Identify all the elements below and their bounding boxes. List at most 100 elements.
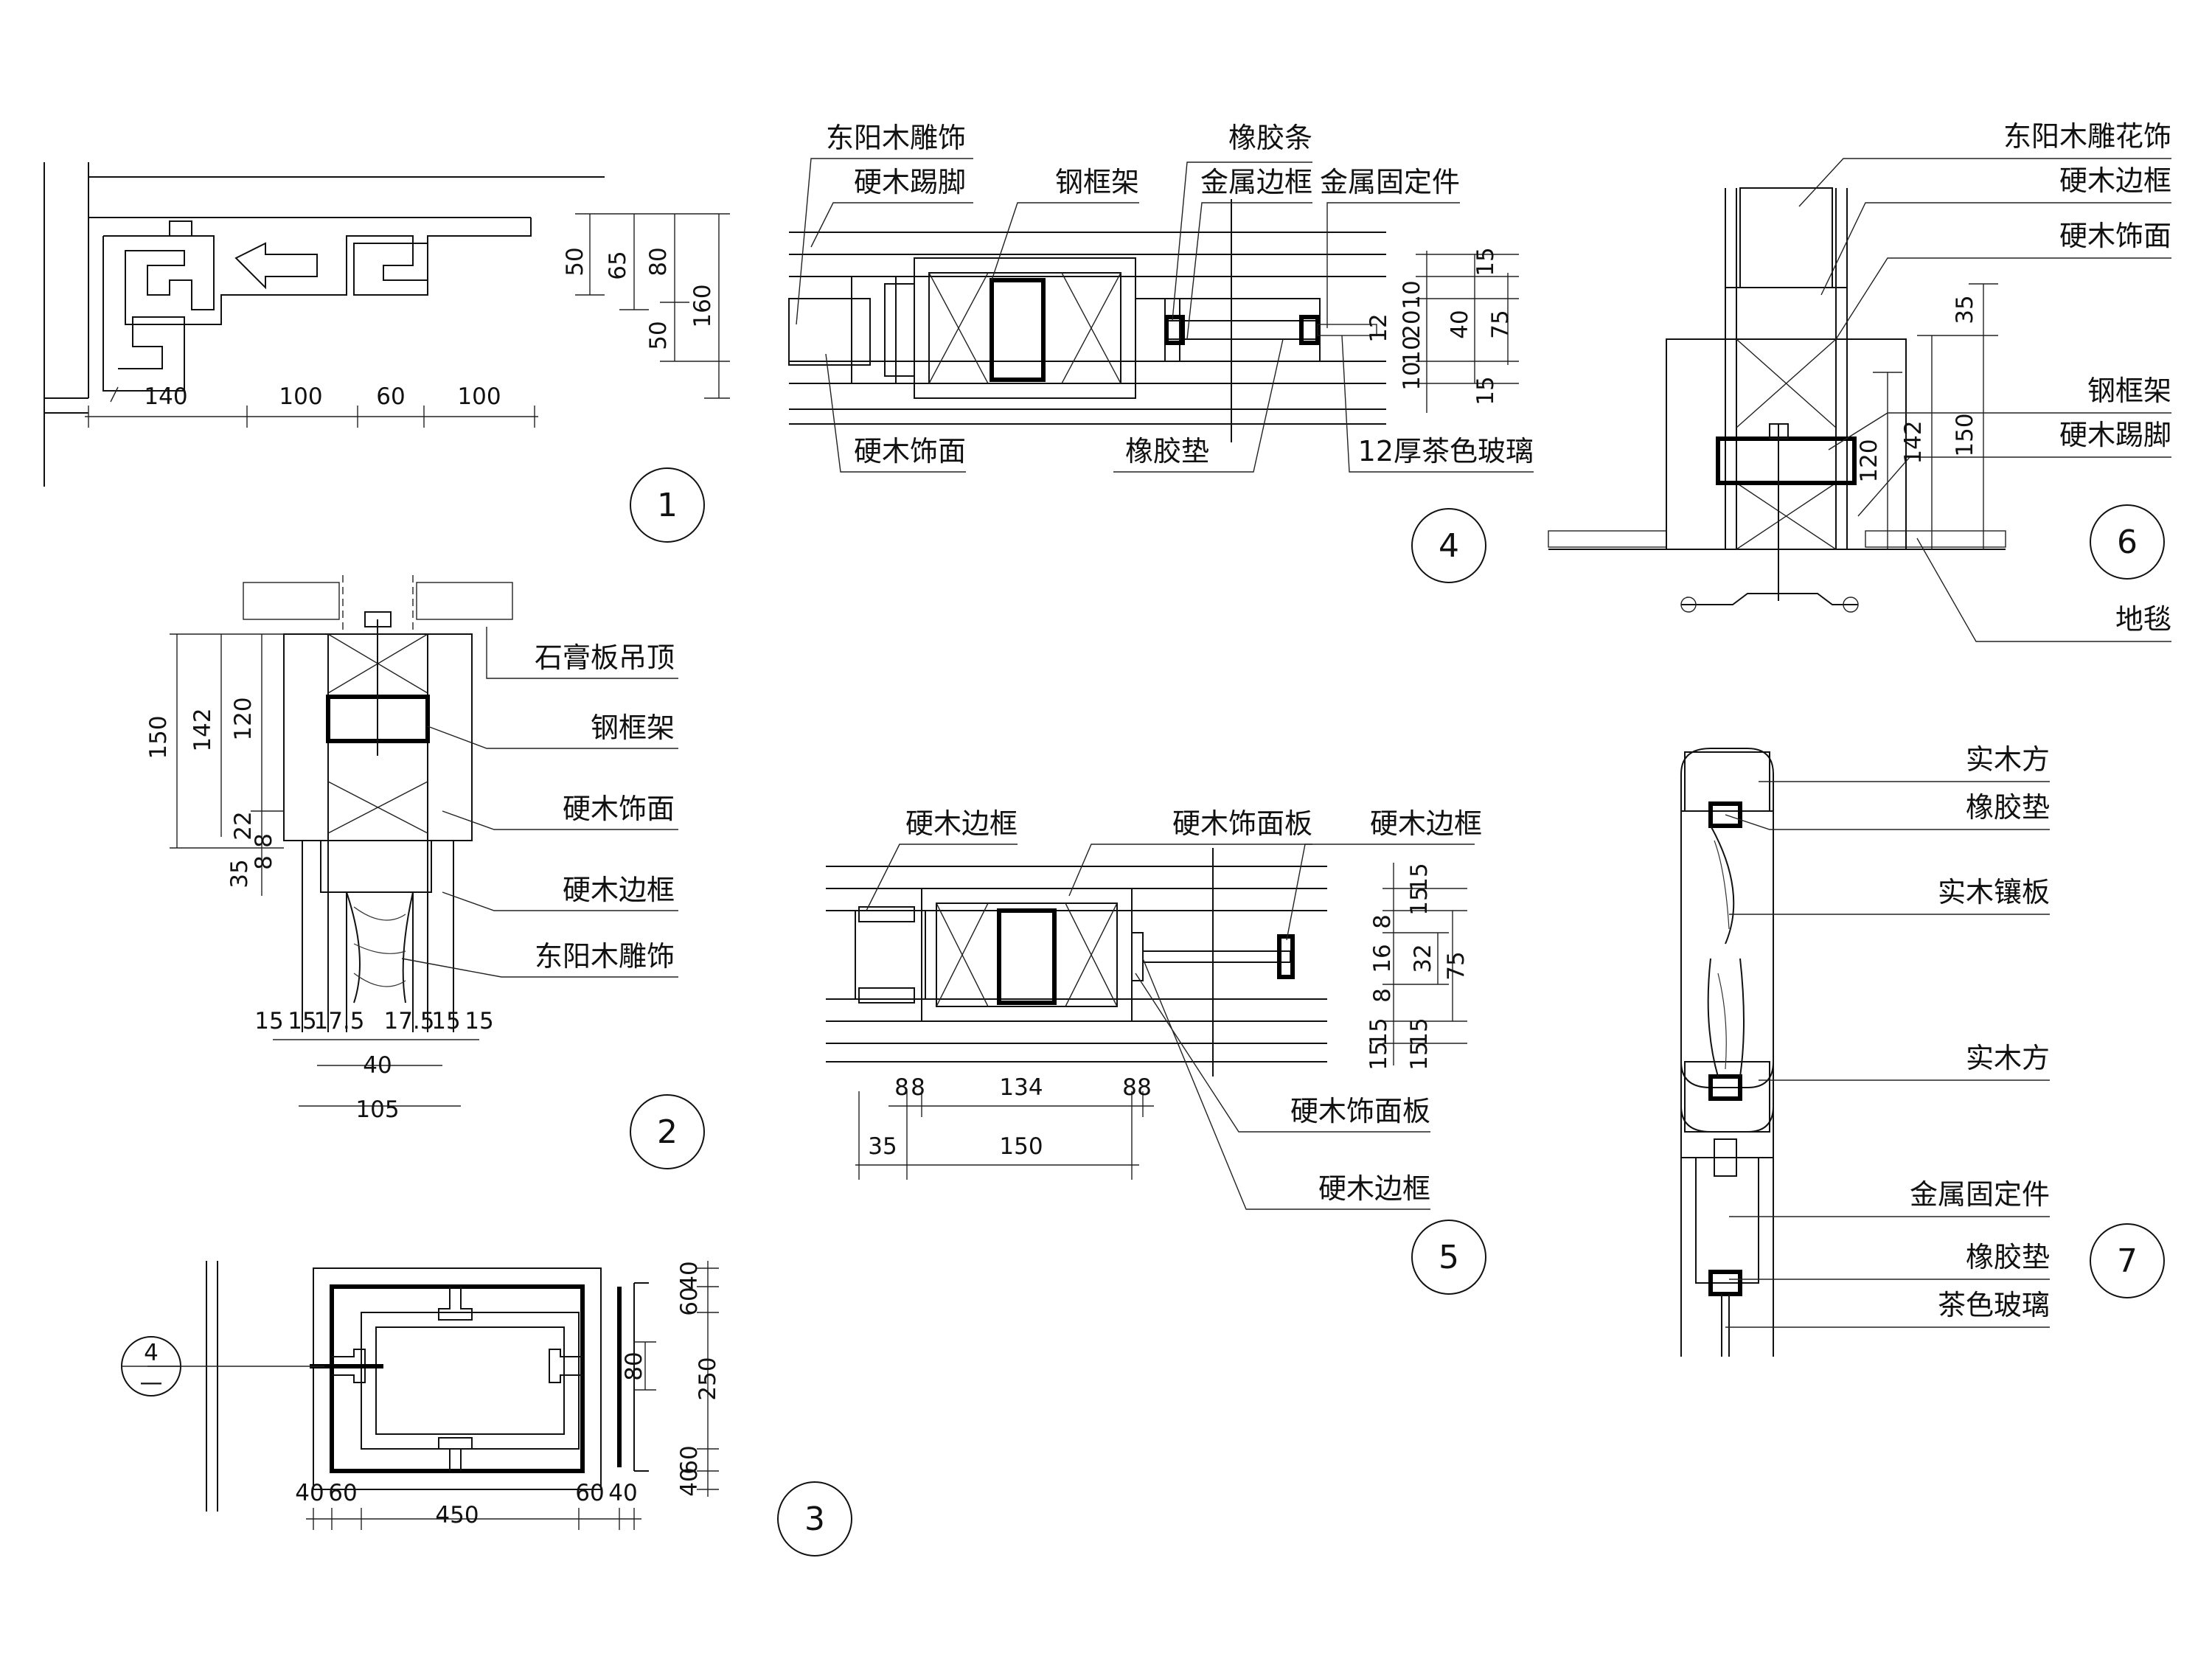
d1-h-140: 140 xyxy=(144,383,187,410)
detail-1-horizontal-dims: 140 100 60 100 xyxy=(85,383,538,428)
d5-v-15c: 15 xyxy=(1406,1018,1433,1046)
d5-v-15e: 15 xyxy=(1366,1018,1392,1046)
d4-v-10c: 10 xyxy=(1399,361,1425,390)
d4-label-rubber-pad: 橡胶垫 xyxy=(1125,435,1209,467)
d2-label-steel-frame: 钢框架 xyxy=(591,712,675,744)
d4-v-10a: 10 xyxy=(1399,280,1425,309)
d3-ref-top: 4 xyxy=(144,1340,159,1366)
d3-v-40b: 40 xyxy=(676,1467,703,1496)
d2-v-8a: 8 xyxy=(251,833,277,848)
d5-label-hardwood-panel-top: 硬木饰面板 xyxy=(1172,807,1312,840)
d1-v-50b: 50 xyxy=(645,321,672,349)
d4-v-15a: 15 xyxy=(1472,247,1499,276)
d1-v-160: 160 xyxy=(689,284,716,327)
detail-4: 东阳木雕饰 硬木踢脚 钢框架 橡胶条 金属边框 金属固定件 硬木饰面 橡胶垫 1… xyxy=(788,122,1534,583)
d5-h-134: 134 xyxy=(999,1074,1043,1101)
d3-h-60a: 60 xyxy=(328,1480,357,1506)
d4-label-hardwood-veneer: 硬木饰面 xyxy=(854,435,966,467)
detail-3: 4 — 40 60 450 60 40 xyxy=(121,1261,852,1557)
detail-6-vertical-dims: 35 120 142 150 xyxy=(1856,283,1998,549)
d6-label-carpet: 地毯 xyxy=(2115,603,2171,636)
d2-v-142: 142 xyxy=(189,708,216,751)
detail-7: 实木方 橡胶垫 实木镶板 实木方 金属固定件 橡胶垫 茶色玻璃 7 xyxy=(1680,743,2165,1357)
d3-v-80: 80 xyxy=(621,1352,647,1380)
d5-h-8a: 8 xyxy=(894,1074,909,1101)
d4-label-metal-frame: 金属边框 xyxy=(1200,166,1312,198)
detail-4-vertical-dims: 15 10 20 10 40 75 10 15 12 xyxy=(1366,247,1519,413)
d5-label-hardwood-frame-right: 硬木边框 xyxy=(1370,807,1482,840)
d1-v-50a: 50 xyxy=(562,247,588,276)
d5-v-32: 32 xyxy=(1410,944,1436,973)
d5-v-8b: 8 xyxy=(1369,988,1396,1003)
d2-h-105: 105 xyxy=(355,1096,399,1123)
d5-label-hardwood-frame-left: 硬木边框 xyxy=(905,807,1018,840)
d6-v-142: 142 xyxy=(1900,420,1927,464)
d7-label-solid-wood-block-mid: 实木方 xyxy=(1966,1042,2050,1074)
d5-label-hardwood-panel-bottom: 硬木饰面板 xyxy=(1290,1095,1430,1127)
d6-v-35: 35 xyxy=(1952,295,1978,324)
d2-h-17_5a: 17.5 xyxy=(313,1008,364,1034)
detail-2-vertical-dims: 150 142 120 22 35 8 8 xyxy=(145,633,284,896)
d2-h-15a: 15 xyxy=(254,1008,283,1034)
detail-5-horizontal-dims: 8 8 134 8 8 35 150 xyxy=(855,1074,1154,1180)
d6-v-120: 120 xyxy=(1856,439,1882,482)
d5-v-15d: 15 xyxy=(1406,1041,1433,1070)
d2-v-35: 35 xyxy=(226,859,253,888)
d6-v-150: 150 xyxy=(1952,413,1978,456)
d7-label-metal-fixing: 金属固定件 xyxy=(1910,1178,2050,1211)
d3-h-60b: 60 xyxy=(575,1480,604,1506)
d5-h-150: 150 xyxy=(999,1133,1043,1160)
d5-h-8b: 8 xyxy=(911,1074,925,1101)
detail-3-horizontal-dims: 40 60 450 60 40 xyxy=(295,1480,641,1530)
d2-v-8b: 8 xyxy=(251,855,277,870)
detail-3-number: 3 xyxy=(804,1500,825,1538)
d1-h-100b: 100 xyxy=(457,383,501,410)
d2-h-15c: 15 xyxy=(431,1008,460,1034)
d6-label-hardwood-skirting: 硬木踢脚 xyxy=(2059,419,2171,451)
d7-label-solid-wood-panel: 实木镶板 xyxy=(1938,876,2050,908)
d3-v-60b: 60 xyxy=(676,1445,703,1474)
d6-label-dongyang-carving: 东阳木雕花饰 xyxy=(2003,120,2171,153)
d5-v-15b: 15 xyxy=(1406,886,1433,915)
d1-v-65: 65 xyxy=(605,251,631,279)
d5-h-8c: 8 xyxy=(1122,1074,1137,1101)
d2-h-15d: 15 xyxy=(465,1008,493,1034)
d5-v-15f: 15 xyxy=(1366,1041,1392,1070)
d7-label-solid-wood-block-top: 实木方 xyxy=(1966,743,2050,776)
d1-h-60: 60 xyxy=(376,383,405,410)
d2-v-150: 150 xyxy=(145,715,172,759)
d3-v-40a: 40 xyxy=(676,1261,703,1290)
d4-v-40: 40 xyxy=(1447,310,1473,338)
d2-v-22: 22 xyxy=(230,811,257,840)
d6-label-steel-frame: 钢框架 xyxy=(2087,375,2171,407)
detail-5-vertical-dims: 15 15 8 16 8 32 75 15 15 15 15 xyxy=(1366,863,1470,1071)
d5-h-8d: 8 xyxy=(1137,1074,1152,1101)
d2-h-15b: 15 xyxy=(288,1008,316,1034)
d4-label-steel-frame: 钢框架 xyxy=(1055,166,1139,198)
d4-label-rubber-strip: 橡胶条 xyxy=(1228,122,1312,154)
detail-5-number: 5 xyxy=(1439,1239,1459,1276)
d4-label-hardwood-skirting: 硬木踢脚 xyxy=(854,166,966,198)
d3-h-40a: 40 xyxy=(295,1480,324,1506)
d7-label-rubber-pad-bottom: 橡胶垫 xyxy=(1966,1241,2050,1273)
d4-v-12: 12 xyxy=(1366,313,1392,342)
d3-ref-bottom: — xyxy=(140,1369,163,1396)
detail-3-vertical-dims: 40 60 80 250 60 40 xyxy=(621,1261,721,1497)
d1-v-80: 80 xyxy=(645,247,672,276)
detail-1: 50 65 80 50 160 140 100 60 100 1 xyxy=(44,162,730,543)
d1-h-100a: 100 xyxy=(279,383,322,410)
d2-h-40: 40 xyxy=(363,1052,392,1079)
detail-2: 石膏板吊顶 钢框架 硬木饰面 硬木边框 东阳木雕饰 150 142 120 22… xyxy=(145,575,705,1169)
detail-1-number: 1 xyxy=(657,487,678,524)
d5-v-75: 75 xyxy=(1443,951,1470,980)
d2-label-hardwood-frame: 硬木边框 xyxy=(563,874,675,906)
d4-label-dongyang-carving: 东阳木雕饰 xyxy=(826,122,966,154)
d4-v-15b: 15 xyxy=(1472,376,1499,405)
d4-v-10b: 10 xyxy=(1399,335,1425,364)
detail-7-number: 7 xyxy=(2117,1242,2138,1280)
d3-h-450: 450 xyxy=(435,1502,479,1528)
d4-label-metal-fixing: 金属固定件 xyxy=(1320,166,1460,198)
detail-6-number: 6 xyxy=(2117,524,2138,561)
d4-v-75: 75 xyxy=(1487,310,1514,338)
